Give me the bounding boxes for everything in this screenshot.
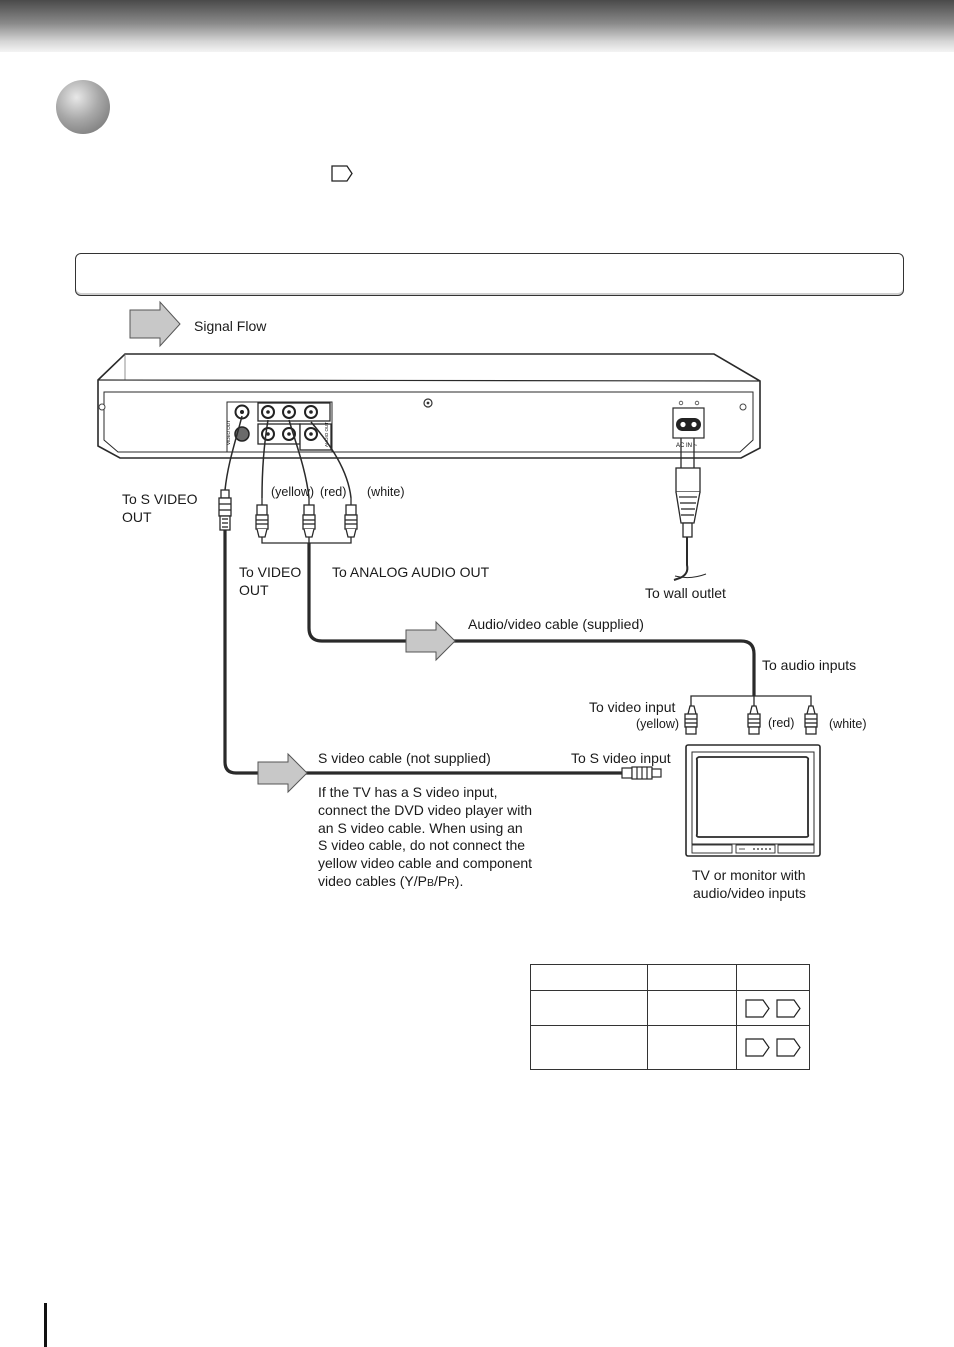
av-cable-label: Audio/video cable (supplied)	[468, 616, 644, 632]
section-banner	[75, 253, 904, 296]
page-tab-icon	[745, 998, 770, 1018]
to-video-out-label-line1: To VIDEO	[239, 564, 302, 580]
note-text: B	[426, 876, 434, 889]
s-video-note: If the TV has a S video input, connect t…	[318, 784, 558, 893]
tv-rca-plug-red	[747, 705, 761, 735]
table-cell	[530, 990, 648, 1026]
page-tab-icon	[776, 998, 801, 1018]
to-wall-outlet-label: To wall outlet	[645, 585, 726, 601]
table-cell	[736, 990, 810, 1026]
to-s-video-out-label-line1: To S VIDEO	[122, 491, 198, 507]
tv-rca-plug-yellow	[684, 705, 698, 735]
tv-caption-line2: audio/video inputs	[693, 885, 806, 901]
to-video-out-label-line2: OUT	[239, 582, 269, 598]
to-audio-inputs-label: To audio inputs	[762, 657, 857, 673]
dvd-player-rear-panel	[97, 353, 761, 459]
av-signal-arrow-icon	[405, 620, 456, 662]
to-analog-audio-out-label: To ANALOG AUDIO OUT	[332, 564, 490, 580]
power-cord-line	[673, 537, 689, 581]
page-margin-rule	[44, 1303, 47, 1347]
note-text: /P	[433, 872, 448, 889]
av-cable-line	[307, 543, 756, 696]
to-s-video-out-label-line2: OUT	[122, 509, 152, 525]
s-video-plug-top	[218, 489, 232, 531]
table-cell	[736, 964, 810, 991]
page-tab-icon	[776, 1038, 801, 1057]
note-text: R	[447, 876, 455, 889]
table-cell	[647, 1025, 737, 1070]
table-cell	[647, 990, 737, 1026]
white-label: (white)	[367, 485, 405, 499]
table-cell	[530, 964, 648, 991]
page-tab-icon	[745, 1038, 770, 1057]
table-cell	[736, 1025, 810, 1070]
reference-table	[530, 964, 810, 1070]
panel-ac-label: AC IN ~	[676, 443, 698, 449]
rca-plug-yellow	[255, 498, 269, 538]
s-video-plug-tv	[621, 766, 662, 780]
tv-set	[685, 744, 821, 857]
table-row	[530, 964, 810, 991]
page-reference-tab-icon	[331, 165, 353, 182]
note-line: an S video cable. When using an	[318, 819, 523, 836]
table-cell	[530, 1025, 648, 1070]
tv-rca-plug-white	[804, 705, 818, 735]
section-bullet-icon	[56, 80, 110, 134]
page-tab-pair	[737, 1038, 809, 1057]
red-label: (red)	[320, 485, 347, 499]
to-s-video-input-label: To S video input	[571, 750, 671, 766]
header-band	[0, 0, 954, 52]
tv-caption-line1: TV or monitor with	[692, 867, 806, 883]
note-line: If the TV has a S video input,	[318, 784, 498, 800]
note-line: yellow video cable and component	[318, 855, 533, 872]
rca-plug-white	[344, 498, 358, 538]
table-row	[530, 990, 810, 1026]
panel-video-out-label: VIDEO OUT	[226, 420, 231, 445]
s-video-signal-arrow-icon	[257, 752, 308, 794]
to-video-input-label: To video input	[589, 699, 676, 715]
tv-yellow-label: (yellow)	[636, 717, 680, 731]
s-video-cable-label: S video cable (not supplied)	[318, 750, 491, 766]
yellow-label: (yellow)	[271, 485, 315, 499]
note-text: ).	[454, 872, 464, 889]
rca-plug-red	[302, 498, 316, 538]
table-row	[530, 1025, 810, 1070]
note-text: video cables (Y/P	[318, 872, 427, 889]
note-line: S video cable, do not connect the	[318, 837, 526, 854]
page-tab-pair	[737, 998, 809, 1018]
tv-red-label: (red)	[768, 716, 795, 730]
signal-flow-label: Signal Flow	[194, 318, 267, 334]
note-line: connect the DVD video player with	[318, 801, 532, 818]
tv-white-label: (white)	[829, 717, 867, 731]
signal-flow-arrow-icon	[129, 300, 181, 348]
panel-audio-out-label: AUDIO OUT	[324, 422, 329, 447]
note-line: video cables (Y/PB/PR).	[318, 873, 558, 893]
s-video-cable-line	[223, 530, 622, 775]
table-cell	[647, 964, 737, 991]
